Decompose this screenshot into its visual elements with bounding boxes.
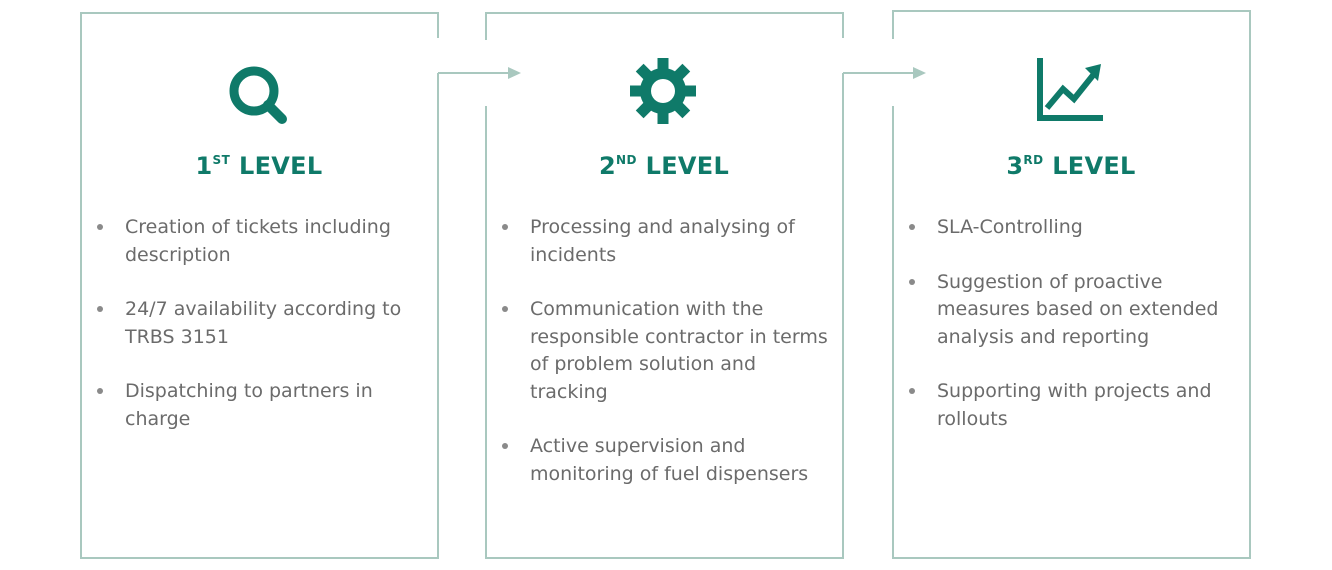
level-3-title-word: LEVEL: [1052, 152, 1136, 180]
list-item-text: Processing and analysing of incidents: [530, 216, 795, 266]
level-3-list: SLA-Controlling Suggestion of proactive …: [893, 214, 1249, 460]
level-3-card: 3RD LEVEL SLA-Controlling Suggestion of …: [893, 12, 1249, 558]
bullet-icon: [97, 388, 103, 394]
bullet-icon: [502, 306, 508, 312]
level-1-title-number: 1: [195, 152, 213, 180]
level-3-title-number: 3: [1006, 152, 1024, 180]
bullet-icon: [97, 224, 103, 230]
level-1-title-suffix: ST: [212, 153, 231, 167]
list-item-text: SLA-Controlling: [937, 216, 1083, 238]
bullet-icon: [502, 443, 508, 449]
bullet-icon: [909, 278, 915, 285]
level-2-title-number: 2: [598, 152, 616, 180]
list-item: 24/7 availability according to TRBS 3151: [81, 296, 437, 351]
list-item-text: Dispatching to partners in charge: [125, 380, 373, 430]
list-item: SLA-Controlling: [893, 214, 1249, 242]
level-1-list: Creation of tickets including descriptio…: [81, 214, 437, 460]
level-1-title-word: LEVEL: [239, 152, 323, 180]
list-item-text: Communication with the responsible contr…: [530, 298, 828, 403]
list-item: Communication with the responsible contr…: [486, 296, 842, 406]
bullet-icon: [97, 306, 103, 312]
level-2-title: 2ND LEVEL: [486, 151, 842, 185]
level-1-title: 1ST LEVEL: [81, 151, 437, 185]
gear-icon: [630, 58, 696, 124]
level-1-card: 1ST LEVEL Creation of tickets including …: [81, 12, 437, 558]
list-item-text: Active supervision and monitoring of fue…: [530, 435, 809, 485]
level-1-frame: [80, 12, 439, 559]
list-item: Supporting with projects and rollouts: [893, 378, 1249, 433]
list-item-text: Supporting with projects and rollouts: [937, 380, 1212, 430]
level-2-title-suffix: ND: [615, 153, 637, 167]
bullet-icon: [909, 224, 915, 230]
level-3-icon-wrap: [893, 56, 1249, 136]
list-item: Active supervision and monitoring of fue…: [486, 433, 842, 488]
level-2-icon-wrap: [486, 56, 842, 136]
list-item: Processing and analysing of incidents: [486, 214, 842, 269]
list-item: Creation of tickets including descriptio…: [81, 214, 437, 269]
level-2-list: Processing and analysing of incidents Co…: [486, 214, 842, 515]
level-2-card: 2ND LEVEL Processing and analysing of in…: [486, 12, 842, 558]
arrow-2-to-3-head: [913, 67, 926, 79]
list-item-text: Creation of tickets including descriptio…: [125, 216, 391, 266]
growth-chart-icon: [1037, 58, 1103, 121]
arrow-1-to-2-head: [508, 67, 521, 79]
bullet-icon: [502, 224, 508, 230]
bullet-icon: [909, 388, 915, 394]
list-item-text: Suggestion of proactive measures based o…: [937, 270, 1219, 348]
level-2-title-word: LEVEL: [645, 152, 730, 180]
list-item-text: 24/7 availability according to TRBS 3151: [125, 298, 402, 348]
level-3-title-suffix: RD: [1023, 153, 1044, 167]
list-item: Suggestion of proactive measures based o…: [893, 269, 1249, 352]
level-3-title: 3RD LEVEL: [893, 151, 1249, 185]
level-1-icon-wrap: [81, 56, 437, 136]
list-item: Dispatching to partners in charge: [81, 378, 437, 433]
magnifier-icon: [229, 66, 287, 124]
